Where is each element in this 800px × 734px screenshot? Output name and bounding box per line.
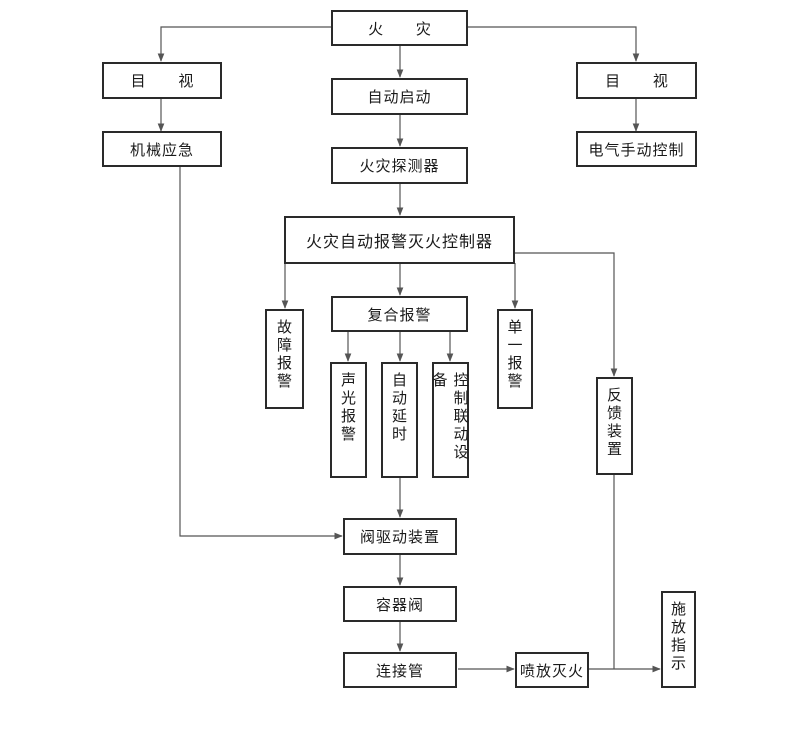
sound-light-alarm-label: 声光报警 xyxy=(339,372,357,444)
control-linkage-label: 控制联动设备 xyxy=(430,372,470,462)
node-sound-light-alarm: 声光报警 xyxy=(330,362,367,478)
feedback-device-label: 反馈装置 xyxy=(605,387,623,459)
line-mech-to-valvedrive xyxy=(179,166,343,540)
node-auto-delay: 自动延时 xyxy=(381,362,418,478)
node-fault-alarm: 故障报警 xyxy=(265,309,304,409)
release-indicator-label: 施放指示 xyxy=(669,601,687,673)
node-spray-extinguish: 喷放灭火 xyxy=(515,652,589,688)
node-fire-detector: 火灾探测器 xyxy=(331,147,468,184)
node-connecting-pipe: 连接管 xyxy=(343,652,457,688)
node-container-valve: 容器阀 xyxy=(343,586,457,622)
node-control-linkage: 控制联动设备 xyxy=(430,362,470,478)
node-single-alarm: 单一报警 xyxy=(497,309,533,409)
node-controller: 火灾自动报警灭火控制器 xyxy=(284,216,515,264)
fault-alarm-label: 故障报警 xyxy=(275,319,293,391)
node-composite-alarm: 复合报警 xyxy=(331,296,468,332)
auto-delay-label: 自动延时 xyxy=(390,372,408,444)
node-release-indicator: 施放指示 xyxy=(661,591,696,688)
line-fire-to-visual-left xyxy=(157,26,331,62)
node-visual-right: 目 视 xyxy=(576,62,697,99)
line-controller-to-feedback xyxy=(515,252,618,377)
node-feedback-device: 反馈装置 xyxy=(596,377,633,475)
single-alarm-label: 单一报警 xyxy=(505,319,524,391)
node-fire: 火 灾 xyxy=(331,10,468,46)
node-mech-emergency: 机械应急 xyxy=(102,131,222,167)
node-valve-drive: 阀驱动装置 xyxy=(343,518,457,555)
line-fire-to-visual-right xyxy=(467,26,640,62)
node-visual-left: 目 视 xyxy=(102,62,222,99)
node-auto-start: 自动启动 xyxy=(331,78,468,115)
node-elec-manual: 电气手动控制 xyxy=(576,131,697,167)
